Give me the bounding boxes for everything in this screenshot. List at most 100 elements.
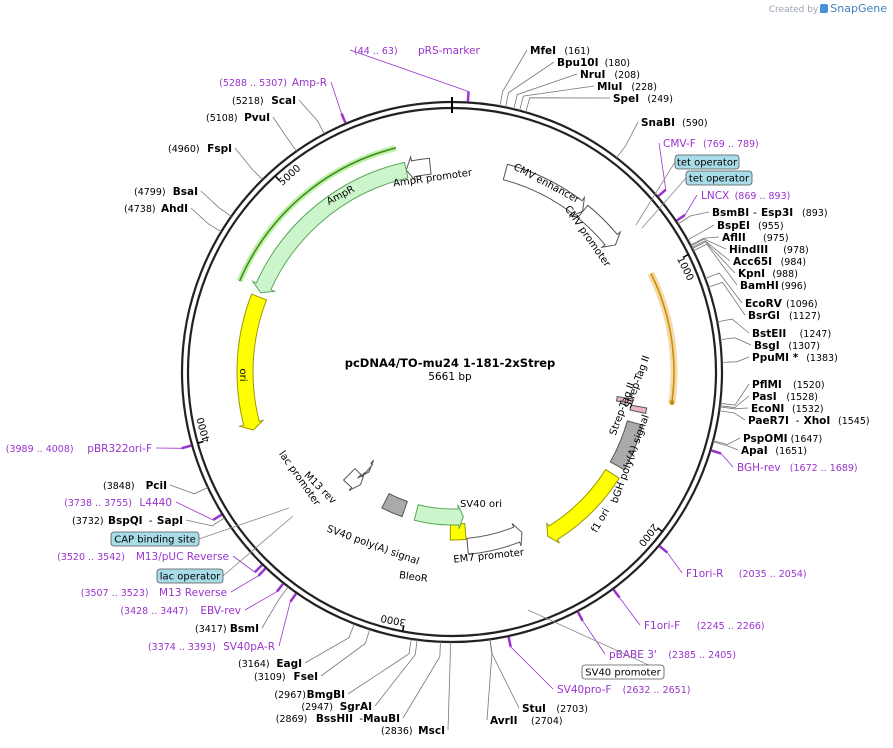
feature-arrow bbox=[413, 504, 464, 530]
primer-mark bbox=[181, 444, 192, 450]
plasmid-name: pcDNA4/TO-mu24 1-181-2xStrep bbox=[345, 356, 556, 370]
site-leader-line bbox=[705, 272, 743, 304]
site-name: MscI bbox=[418, 725, 445, 737]
ruler-label: 2000 bbox=[636, 521, 660, 548]
primer-mark bbox=[340, 113, 347, 124]
site-leader-line bbox=[320, 629, 371, 677]
watermark-created-by: Created by bbox=[768, 5, 819, 15]
site-leader-line bbox=[525, 97, 611, 113]
site-position: (1528) bbox=[786, 392, 818, 403]
primer-label: LNCX bbox=[701, 190, 729, 202]
primer-label: pBABE 3' bbox=[609, 649, 657, 661]
site-name: AhdI bbox=[161, 203, 188, 215]
site-name: BspQI bbox=[108, 515, 143, 527]
primer-mark bbox=[612, 588, 621, 599]
site-position: (3417) bbox=[195, 624, 227, 635]
site-position: (5108) bbox=[206, 113, 238, 124]
site-name: EcoNI bbox=[751, 403, 784, 415]
site-leader-line bbox=[200, 190, 232, 217]
site-leader-line bbox=[719, 406, 749, 410]
primer-label: CMV-F bbox=[663, 138, 696, 150]
site-name: MluI bbox=[597, 81, 622, 93]
site-leader-line bbox=[687, 224, 715, 241]
site-position: (3109) bbox=[254, 672, 286, 683]
site-leader-line bbox=[721, 356, 750, 363]
site-leader-line bbox=[447, 641, 451, 731]
plasmid-size: 5661 bp bbox=[428, 371, 472, 383]
site-name: BmgBI bbox=[307, 689, 345, 701]
site-position: (1647) bbox=[791, 434, 823, 445]
box-leader-line bbox=[641, 177, 687, 229]
site-position: (1383) bbox=[806, 353, 838, 364]
site-name: PflMI bbox=[752, 379, 782, 391]
primer-range: (5288 .. 5307) bbox=[219, 78, 287, 89]
site-position: (978) bbox=[783, 245, 809, 256]
site-leader-line bbox=[347, 638, 412, 695]
site-name: BsaI bbox=[173, 186, 198, 198]
site-position: (208) bbox=[614, 70, 640, 81]
site-name: NruI bbox=[580, 69, 605, 81]
site-leader-line bbox=[712, 441, 739, 451]
feature-arrow bbox=[236, 293, 268, 431]
site-name: PaeR7I bbox=[748, 415, 789, 427]
primer-label: M13/pUC Reverse bbox=[136, 551, 229, 563]
ruler-label: 3000 bbox=[380, 612, 407, 628]
feature-box bbox=[674, 154, 740, 170]
site-position: (1127) bbox=[789, 311, 821, 322]
site-position: (4738) bbox=[124, 204, 156, 215]
box-leader-line bbox=[527, 609, 665, 673]
site-name: BsrGI bbox=[748, 310, 780, 322]
site-name: SgrAI bbox=[340, 701, 372, 713]
primer-range: (2632 .. 2651) bbox=[623, 685, 691, 696]
site-leader-line bbox=[185, 517, 225, 527]
ruler-tick bbox=[401, 625, 405, 632]
feature-arrow bbox=[357, 459, 375, 479]
primer-leader-line bbox=[232, 555, 256, 573]
site-position: (2704) bbox=[531, 716, 563, 727]
insert-ring bbox=[650, 272, 675, 403]
primer-label: BGH-rev bbox=[737, 462, 781, 474]
primer-leader-line bbox=[244, 591, 278, 611]
primer-mark bbox=[657, 188, 667, 198]
primer-leader-line bbox=[684, 194, 698, 216]
feature-label: SV40 ori bbox=[460, 499, 502, 510]
site-position: (249) bbox=[647, 94, 673, 105]
site-separator: - bbox=[149, 515, 153, 527]
site-position: (2869) bbox=[276, 714, 308, 725]
feature-box bbox=[110, 531, 200, 547]
ruler-tick bbox=[274, 175, 280, 181]
site-position: (228) bbox=[631, 82, 657, 93]
site-leader-line bbox=[505, 61, 555, 108]
feature-arrow bbox=[449, 522, 467, 541]
site-name-2: XhoI bbox=[804, 415, 831, 427]
site-name: PspOMI bbox=[743, 433, 788, 445]
site-leader-line bbox=[693, 243, 738, 286]
feature-box-label: SV40 promoter bbox=[585, 668, 661, 679]
feature-box-label: lac operator bbox=[160, 572, 221, 583]
site-position: (955) bbox=[758, 221, 784, 232]
feature-arrow bbox=[342, 467, 366, 491]
primer-leader-line bbox=[330, 81, 342, 114]
site-separator: - bbox=[359, 713, 363, 725]
site-position: (5218) bbox=[232, 96, 264, 107]
primer-range: (2035 .. 2054) bbox=[739, 569, 807, 580]
primer-mark bbox=[466, 91, 470, 102]
site-position: (2703) bbox=[556, 704, 588, 715]
site-position: (2967) bbox=[274, 690, 306, 701]
site-position: (1307) bbox=[788, 341, 820, 352]
primer-leader-line bbox=[278, 601, 291, 647]
site-leader-line bbox=[513, 73, 578, 110]
site-leader-line bbox=[720, 383, 750, 406]
primer-label: pBR322ori-F bbox=[87, 443, 152, 455]
primer-label: L4440 bbox=[139, 497, 172, 509]
site-name: EcoRV bbox=[745, 298, 783, 310]
site-position: (1247) bbox=[800, 329, 832, 340]
primer-range: (3989 .. 4008) bbox=[6, 444, 74, 455]
primer-mark bbox=[289, 592, 298, 603]
site-leader-line bbox=[234, 147, 263, 180]
primer-mark bbox=[253, 564, 263, 574]
site-position: (590) bbox=[682, 118, 708, 129]
ampr-ring bbox=[238, 147, 397, 282]
